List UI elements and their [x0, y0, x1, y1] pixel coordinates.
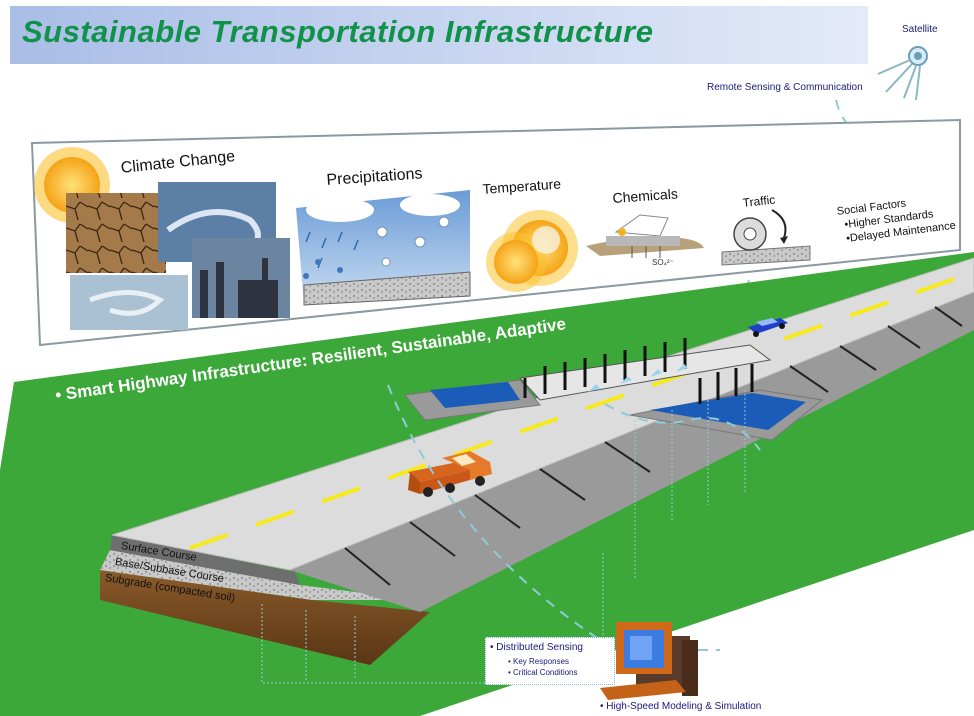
- remote-sensing-label: Remote Sensing & Communication: [707, 82, 863, 93]
- modeling-simulation-label: • High-Speed Modeling & Simulation: [600, 701, 762, 712]
- chemicals-image: [586, 214, 704, 258]
- distributed-sensing-title: • Distributed Sensing: [490, 642, 583, 653]
- distributed-sensing-box: • Distributed Sensing • Key Responses • …: [485, 637, 615, 685]
- traffic-wheel-icon: [721, 209, 811, 266]
- soil-cross-section: [100, 570, 430, 665]
- road-shoulder: [290, 292, 974, 612]
- precipitation-image: [296, 190, 471, 306]
- chemical-formula-label: SO₄²⁻: [652, 258, 674, 267]
- sensing-link-arc: [387, 384, 601, 641]
- title-banner: Sustainable Transportation Infrastructur…: [10, 6, 868, 64]
- road-surface: [111, 257, 974, 571]
- sensing-item: • Critical Conditions: [508, 668, 578, 677]
- temperature-sun-icon: [486, 210, 578, 292]
- subbase-layer: [100, 550, 420, 600]
- bridge-structure: [518, 338, 772, 404]
- page-title: Sustainable Transportation Infrastructur…: [22, 14, 654, 49]
- truck-icon: [408, 451, 492, 497]
- drainage-basin-left: [404, 379, 541, 421]
- satellite-label: Satellite: [902, 24, 938, 35]
- surface-layer: [110, 535, 300, 585]
- blue-car-icon: [748, 318, 788, 337]
- cracked-earth-image: [66, 193, 166, 273]
- sensing-item: • Key Responses: [508, 657, 570, 666]
- shoulder-stripes: [344, 306, 963, 586]
- hurricane-image: [70, 275, 188, 330]
- satellite-icon: [877, 46, 928, 101]
- computer-icon: [600, 622, 698, 700]
